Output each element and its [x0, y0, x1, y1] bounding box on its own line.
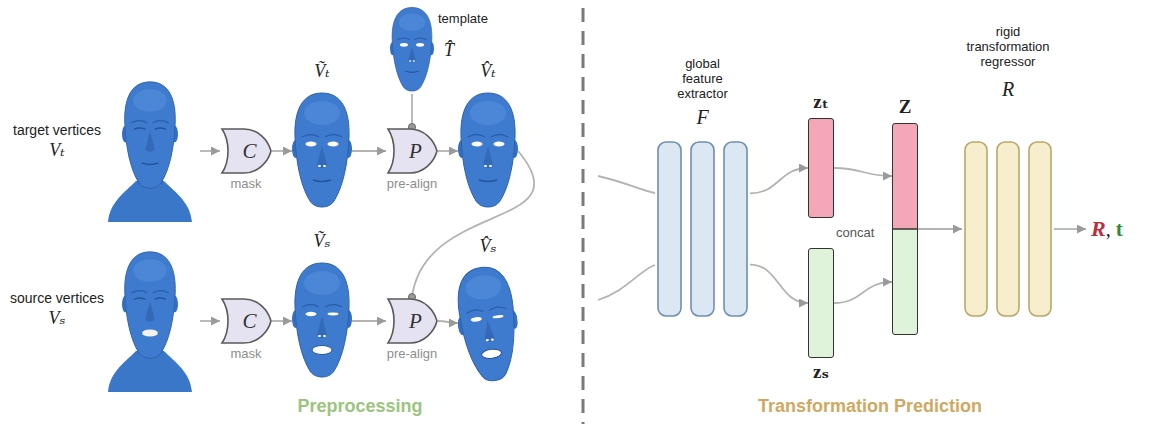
output-node: R,t: [1086, 212, 1142, 246]
gate-caption: mask: [198, 177, 294, 192]
math-symbol: Vₛ: [2, 308, 112, 329]
bars-outline: [655, 140, 750, 318]
separator: ,: [1106, 219, 1111, 239]
template-label: template: [438, 12, 488, 27]
math-symbol: C: [227, 127, 272, 175]
vector-label: zₜ: [793, 91, 849, 113]
latent-vector: zₛ: [808, 248, 834, 358]
masked-head: Ṽₛ: [292, 261, 352, 381]
math-symbol: T̂: [444, 40, 454, 61]
flow-connector: [834, 282, 892, 303]
prealign-gate: Ppre-align: [386, 297, 438, 345]
block-heading: global feature extractor: [666, 56, 740, 101]
vector-label: zₛ: [793, 361, 849, 383]
aligned-head: V̂ₛ: [458, 265, 518, 381]
math-symbol: Vₜ: [2, 140, 112, 161]
source-head: source verticesVₛ: [100, 250, 200, 392]
masked-head: Ṽₜ: [292, 91, 352, 211]
math-symbol: V̂ₛ: [434, 236, 542, 257]
concat-label: concat: [836, 226, 874, 241]
math-symbol: V̂ₜ: [434, 61, 542, 82]
template-head: templateT̂: [389, 6, 435, 94]
flow-connector: [438, 150, 458, 152]
transform-regressor: rigid transformation regressorR: [962, 140, 1054, 318]
flow-connector: [200, 320, 220, 322]
bars-outline: [962, 140, 1054, 318]
feature-extractor: global feature extractorF: [655, 140, 750, 318]
flow-connector: [750, 168, 808, 193]
flow-connector: [834, 168, 892, 176]
math-symbol: Ṽₛ: [268, 231, 376, 252]
split-outline: [893, 124, 917, 334]
target-head: target verticesVₜ: [100, 80, 200, 222]
flow-connector: [412, 151, 534, 297]
mask-gate: Cmask: [220, 297, 272, 345]
flow-connector: [200, 150, 220, 152]
vector-label: Z: [877, 96, 933, 118]
flow-connector: [352, 150, 386, 152]
flow-connector: [272, 150, 292, 152]
flow-connector: [750, 265, 808, 303]
gate-caption: pre-align: [364, 177, 460, 192]
section-title: Transformation Prediction: [735, 396, 1005, 417]
flow-connector: [918, 228, 962, 230]
math-symbol: Ṽₜ: [268, 61, 376, 82]
mask-gate: Cmask: [220, 127, 272, 175]
gate-caption: mask: [198, 347, 294, 362]
flow-connector: [1054, 228, 1086, 230]
prealign-gate: Ppre-align: [386, 127, 438, 175]
math-symbol: F: [655, 106, 750, 129]
latent-vector: zₜ: [808, 118, 834, 218]
math-symbol: P: [393, 297, 438, 345]
flow-connector: [352, 320, 386, 322]
flow-connector: [272, 320, 292, 322]
section-title: Preprocessing: [230, 396, 490, 417]
math-symbol: R: [962, 78, 1054, 101]
flow-connector: [438, 321, 458, 323]
input-label: target vertices: [2, 122, 112, 138]
rotation-output: R: [1091, 218, 1106, 240]
math-symbol: P: [393, 127, 438, 175]
gate-caption: pre-align: [364, 347, 460, 362]
input-label: source vertices: [2, 290, 112, 306]
aligned-head: V̂ₜ: [458, 91, 518, 211]
flow-connector: [411, 94, 413, 127]
block-heading: rigid transformation regressor: [958, 24, 1058, 69]
math-symbol: C: [227, 297, 272, 345]
translation-output: t: [1116, 219, 1123, 240]
concat-vector: Z: [892, 123, 918, 335]
